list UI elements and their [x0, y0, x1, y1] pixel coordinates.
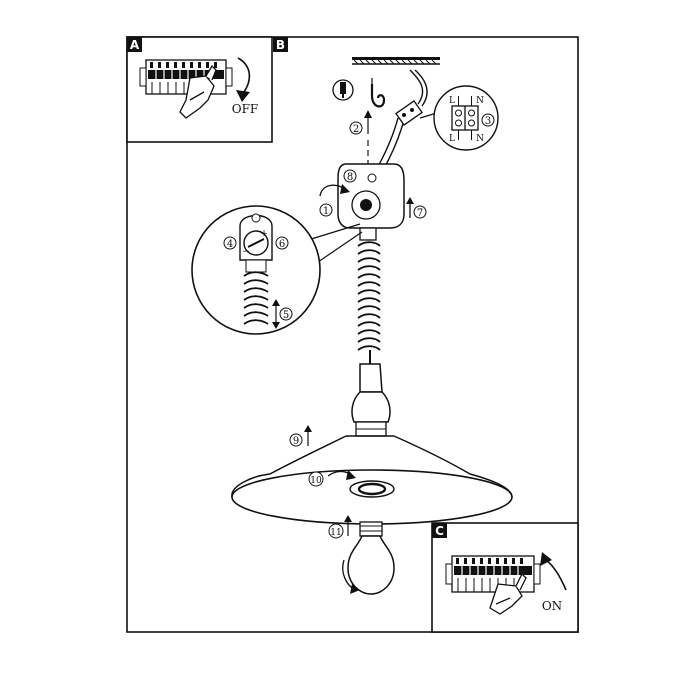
step-5-label: 5 [283, 310, 289, 321]
step-8-label: 8 [347, 172, 353, 183]
svg-text:11: 11 [330, 528, 341, 538]
light-bulb-icon [342, 521, 395, 595]
step-11-marker: 11 [328, 515, 352, 539]
panel-a: A [126, 36, 273, 143]
terminal-label-bottom-n: N [476, 134, 484, 144]
ceiling-icon [352, 57, 440, 65]
lamp-shade-icon [231, 435, 513, 525]
svg-text:7: 7 [417, 208, 423, 219]
svg-text:−: − [242, 247, 250, 257]
magnifier-icon: + − 4 6 5 [191, 205, 363, 335]
terminal-label-bottom-l: L [449, 134, 455, 144]
connector-icon [395, 100, 423, 126]
svg-text:+: + [260, 229, 268, 239]
spring-detail-icon [243, 271, 269, 325]
step-10-marker: 10 [308, 470, 356, 487]
ceiling-canopy: 8 [337, 163, 405, 241]
rotate-arrow-icon [540, 552, 567, 591]
svg-text:1: 1 [323, 206, 329, 217]
step-4-label: 4 [227, 239, 233, 250]
panel-c: C [431, 522, 579, 633]
switch-on-label: ON [542, 599, 562, 613]
svg-text:9: 9 [293, 436, 299, 447]
rotate-arrow-icon [236, 57, 251, 102]
panel-b-letter: B [276, 38, 285, 52]
step-7-marker: 7 [406, 197, 427, 219]
hand-icon [489, 572, 527, 615]
lamp-socket-icon [351, 363, 391, 437]
panel-a-letter: A [130, 38, 140, 52]
hand-icon [179, 64, 217, 119]
panel-c-letter: C [435, 524, 444, 538]
terminal-block-magnifier: L N L N 3 [419, 85, 499, 151]
breaker-icon [445, 555, 541, 593]
terminal-label-top-l: L [449, 96, 455, 106]
switch-off-label: OFF [232, 102, 259, 116]
terminal-label-top-n: N [476, 96, 484, 106]
spring-cord-icon [357, 241, 381, 351]
step-6-label: 6 [279, 239, 285, 250]
step-3-label: 3 [485, 116, 491, 127]
panel-b: B [273, 37, 288, 52]
svg-text:10: 10 [310, 476, 322, 486]
breaker-icon [139, 59, 233, 95]
hook-icon [370, 84, 386, 108]
outer-frame [126, 36, 579, 633]
step-2-marker: 2 [349, 110, 372, 135]
screw-icon [332, 79, 354, 101]
step-9-marker: 9 [289, 425, 312, 447]
step-1-marker: 1 [319, 184, 350, 217]
svg-text:2: 2 [353, 124, 359, 135]
